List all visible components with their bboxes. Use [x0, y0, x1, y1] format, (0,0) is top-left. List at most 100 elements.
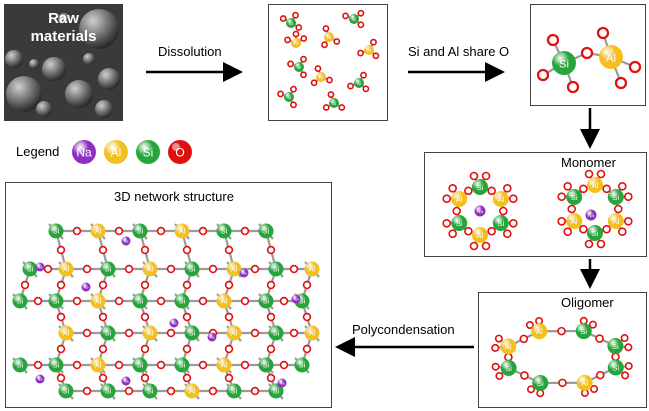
o-atom	[156, 226, 166, 236]
na-atom-label: Na	[124, 380, 130, 384]
o-atom	[613, 204, 623, 214]
o-atom	[82, 328, 92, 338]
al-atom: Al	[226, 325, 242, 341]
si-atom: Si	[268, 325, 284, 341]
o-atom	[240, 296, 250, 306]
na-atom: Na	[121, 236, 131, 246]
o-atom	[347, 82, 354, 90]
o-atom	[166, 386, 176, 396]
al-atom-label: Al	[606, 52, 616, 64]
si-atom: Si	[566, 189, 583, 205]
si-atom: Si	[258, 357, 274, 373]
si-atom: Si	[472, 179, 488, 195]
al-atom-label: Al	[95, 228, 102, 236]
si-atom: Si	[12, 357, 28, 373]
si-atom-label: Si	[559, 58, 569, 70]
si-atom: Si	[216, 223, 232, 239]
o-atom	[579, 224, 588, 234]
si-atom: Si	[132, 357, 148, 373]
o-atom	[240, 360, 250, 370]
si-atom: Si	[48, 293, 64, 309]
o-atom	[546, 33, 560, 47]
al-atom: Al	[184, 383, 200, 399]
o-atom	[588, 320, 597, 329]
si-atom: Si	[607, 359, 624, 376]
si-atom-label: Si	[53, 298, 60, 306]
o-atom	[491, 362, 500, 371]
o-atom	[250, 328, 260, 338]
o-atom	[602, 224, 611, 234]
o-atom	[520, 371, 529, 380]
si-atom: Si	[575, 323, 592, 340]
o-atom	[557, 192, 566, 201]
o-atom	[504, 352, 513, 362]
si-atom-label: Si	[137, 298, 144, 306]
o-atom	[464, 186, 473, 196]
o-atom	[266, 344, 276, 354]
o-atom	[302, 312, 312, 322]
o-atom	[98, 245, 108, 255]
o-atom	[579, 184, 588, 194]
o-atom	[140, 280, 150, 290]
o-atom	[314, 65, 322, 72]
o-atom	[98, 280, 108, 290]
o-atom	[82, 386, 92, 396]
si-atom-label: Si	[287, 95, 291, 101]
o-atom	[624, 362, 633, 371]
al-atom: Al	[142, 325, 158, 341]
na-atom: Na	[35, 262, 45, 272]
o-atom	[584, 169, 594, 179]
o-atom	[584, 239, 594, 249]
o-atom	[563, 182, 572, 191]
al-atom-label: Al	[231, 330, 238, 338]
o-atom	[503, 229, 512, 238]
o-atom	[224, 344, 234, 354]
o-atom	[487, 186, 496, 196]
al-atom: Al	[226, 261, 242, 277]
al-atom: Al	[587, 177, 603, 193]
monomer-label: Monomer	[561, 155, 616, 170]
si-atom-label: Si	[580, 327, 587, 336]
o-atom	[566, 80, 580, 94]
o-atom	[310, 79, 318, 87]
o-atom	[266, 245, 276, 255]
legend-item-na: Na	[72, 140, 96, 164]
al-atom: Al	[216, 357, 232, 373]
o-atom	[442, 219, 451, 228]
si-atom: Si	[451, 215, 468, 231]
o-atom	[300, 71, 307, 79]
oligomer-label: Oligomer	[561, 295, 614, 310]
na-atom-label: Na	[38, 378, 44, 382]
na-atom-label: Na	[477, 209, 483, 214]
o-atom	[621, 371, 630, 380]
o-atom	[362, 85, 370, 93]
o-atom	[519, 334, 529, 344]
si-atom: Si	[329, 98, 339, 108]
o-atom	[56, 312, 66, 322]
al-atom-label: Al	[505, 342, 512, 351]
si-atom: Si	[294, 62, 304, 72]
si-atom-label: Si	[189, 330, 196, 338]
si-al-share-label: Si and Al share O	[408, 44, 510, 59]
si-atom-label: Si	[357, 81, 361, 87]
si-atom: Si	[492, 215, 509, 231]
o-atom	[250, 264, 260, 274]
raw-title-line1: Raw	[48, 10, 79, 27]
o-atom	[372, 52, 380, 60]
o-atom	[357, 49, 364, 57]
o-atom	[82, 264, 92, 274]
o-atom	[182, 373, 192, 383]
o-atom	[495, 371, 504, 380]
si-atom-label: Si	[27, 266, 34, 274]
o-atom	[290, 85, 297, 93]
o-atom	[595, 334, 604, 343]
al-atom-label: Al	[95, 362, 102, 370]
o-atom	[156, 360, 166, 370]
al-atom-label: Al	[221, 298, 228, 306]
al-atom: Al	[324, 32, 334, 42]
